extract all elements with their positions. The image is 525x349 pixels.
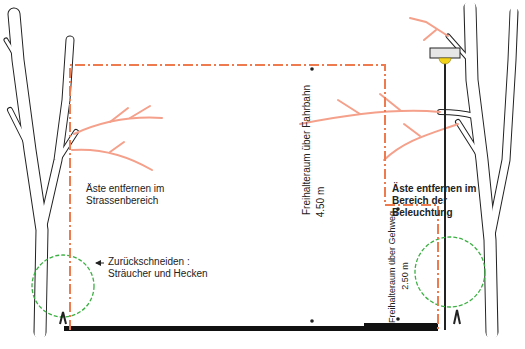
dimension-label: Freihalteraum über Fahrbahn [301, 85, 313, 215]
annotation-label: Äste entfernen im Bereich der Beleuchtun… [392, 183, 508, 219]
clearance-outline [70, 65, 438, 330]
annotation-label: Zurückschneiden : Sträucher und Hecken [108, 256, 214, 280]
branch-to-remove [72, 106, 162, 170]
annotation-label: Äste entfernen im Strassenbereich [86, 183, 178, 207]
shrub [32, 255, 94, 324]
dimension-dot [310, 67, 400, 323]
dimension-label: 2.50 m [399, 262, 411, 290]
lamp-head [430, 48, 460, 58]
shrub [415, 237, 485, 324]
road-ground [64, 326, 364, 331]
leader-arrow [96, 263, 104, 264]
dimension-label: 4.50 m [315, 187, 327, 218]
left-tree [6, 14, 76, 334]
sidewalk-ground [364, 323, 438, 331]
branch-to-remove [300, 18, 458, 160]
lamp-light [439, 58, 451, 64]
dimension-label: Freihalteraum über Gehweg [386, 211, 398, 323]
